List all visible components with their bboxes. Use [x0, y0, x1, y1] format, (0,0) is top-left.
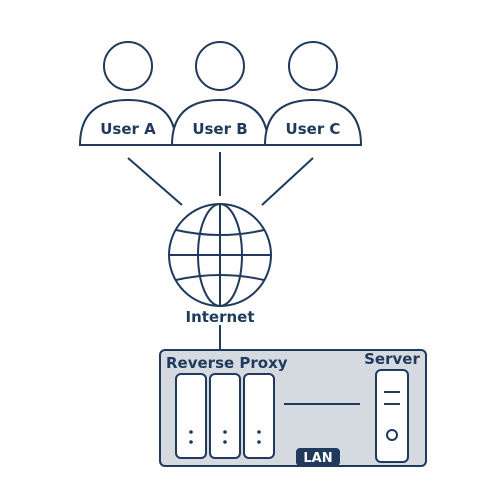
reverse-proxy-unit-3: [243, 373, 275, 459]
server-label: Server: [364, 350, 420, 368]
user-b-node: User B: [170, 41, 270, 146]
reverse-proxy-unit-2: [209, 373, 241, 459]
server-icon: [375, 369, 409, 463]
connector-user-a-internet: [127, 157, 183, 206]
user-c-node: User C: [263, 41, 363, 146]
user-a-node: User A: [78, 41, 178, 146]
lan-badge: [296, 448, 340, 466]
reverse-proxy-unit-1: [175, 373, 207, 459]
user-b-label: User B: [192, 120, 247, 138]
internet-label: Internet: [185, 308, 254, 326]
user-a-head-icon: [103, 41, 153, 91]
globe-icon: [168, 203, 272, 307]
user-b-head-icon: [195, 41, 245, 91]
reverse-proxy-label: Reverse Proxy: [166, 354, 288, 372]
user-b-body-icon: [170, 98, 270, 146]
user-c-body-icon: [263, 98, 363, 146]
user-c-head-icon: [288, 41, 338, 91]
user-a-label: User A: [100, 120, 156, 138]
connector-user-c-internet: [261, 157, 314, 206]
lan-badge-label: LAN: [303, 451, 332, 466]
user-c-label: User C: [286, 120, 341, 138]
